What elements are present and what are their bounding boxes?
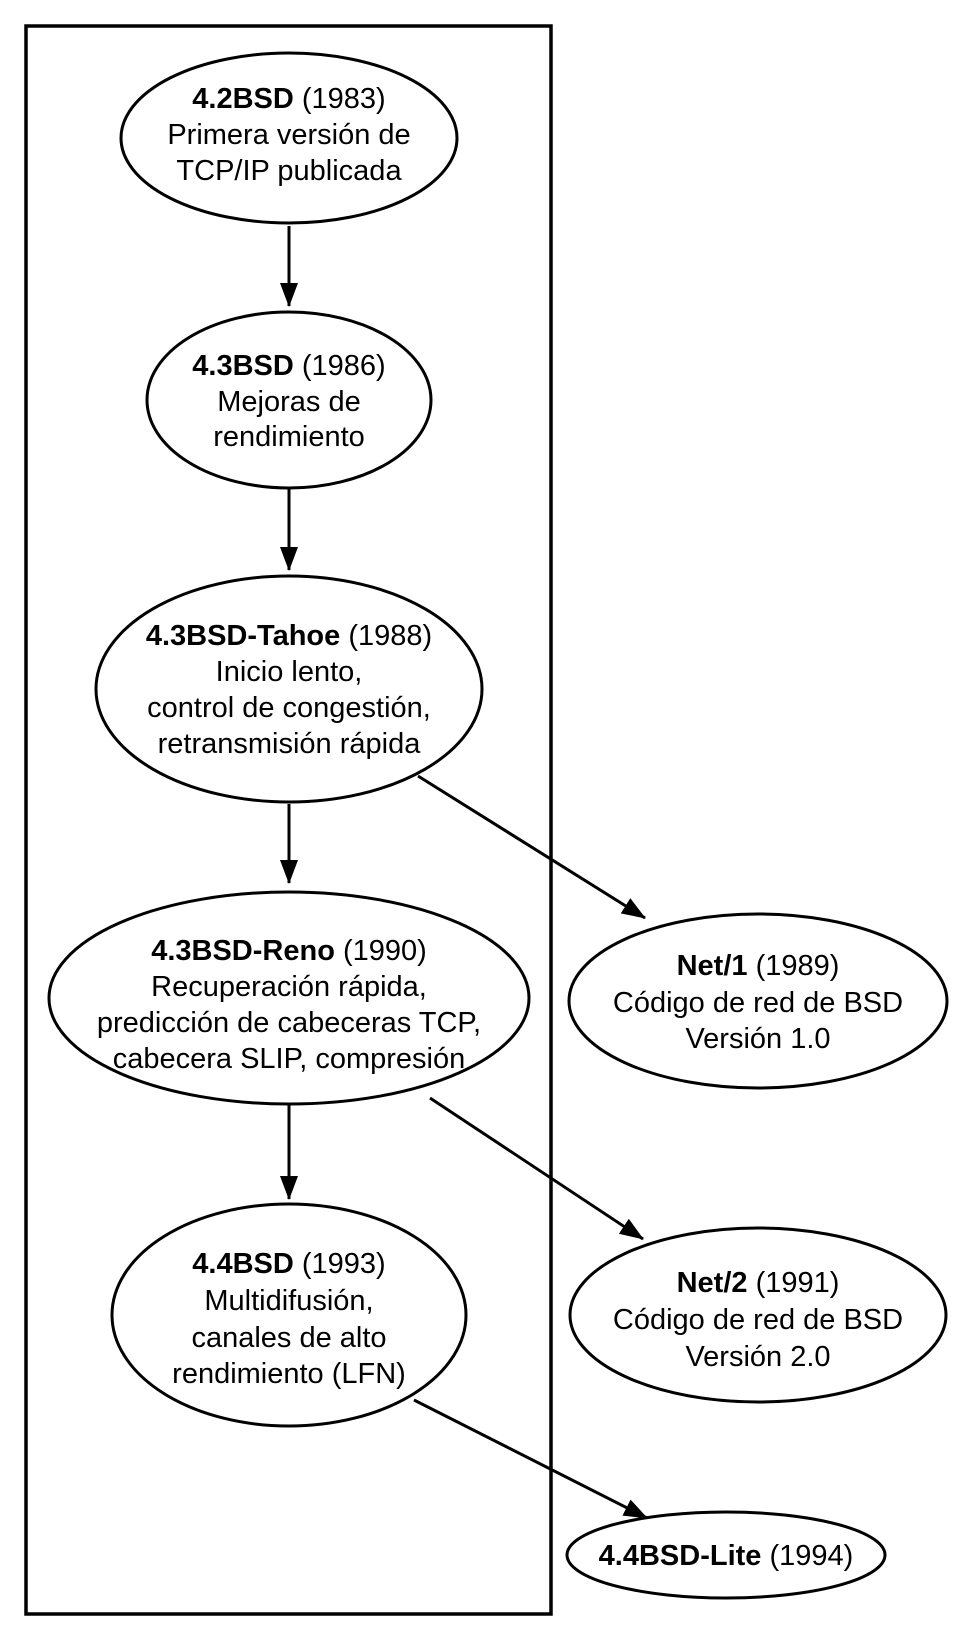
node-net2-ellipse — [568, 1226, 948, 1404]
node-tahoe-desc-line: retransmisión rápida — [158, 728, 422, 760]
node-net1-desc-line: Versión 1.0 — [685, 1023, 830, 1055]
node-net1-ellipse — [567, 912, 949, 1090]
node-tahoe-desc-line: control de congestión, — [147, 692, 431, 724]
node-net2-title: Net/2 (1991) — [677, 1267, 840, 1299]
node-net2-desc-line: Código de red de BSD — [613, 1304, 903, 1336]
node-net1-title: Net/1 (1989) — [677, 950, 840, 982]
node-net2-desc-line: Versión 2.0 — [685, 1341, 830, 1373]
node-43bsd-desc-line: Mejoras de — [217, 386, 360, 418]
node-tahoe-desc-line: Inicio lento, — [216, 656, 363, 688]
node-44bsd-desc-line: rendimiento (LFN) — [172, 1358, 406, 1390]
node-42bsd-desc-line: TCP/IP publicada — [176, 155, 402, 187]
node-43bsd-title: 4.3BSD (1986) — [192, 350, 385, 382]
node-net1: Net/1 (1989) Código de red de BSD Versió… — [567, 912, 949, 1090]
node-42bsd-title: 4.2BSD (1983) — [192, 83, 385, 115]
node-44bsd: 4.4BSD (1993) Multidifusión, canales de … — [110, 1202, 468, 1428]
node-44bsd-title: 4.4BSD (1993) — [192, 1248, 385, 1280]
node-42bsd: 4.2BSD (1983) Primera versión de TCP/IP … — [119, 51, 459, 225]
node-tahoe-ellipse — [94, 574, 484, 804]
node-reno-desc-line: Recuperación rápida, — [151, 971, 427, 1003]
node-43bsd: 4.3BSD (1986) Mejoras de rendimiento — [145, 310, 433, 490]
node-reno: 4.3BSD-Reno (1990) Recuperación rápida, … — [47, 890, 531, 1106]
edge-tahoe-to-net1 — [417, 774, 646, 920]
node-44bsd-lite-ellipse — [565, 1510, 887, 1600]
node-reno-desc-line: cabecera SLIP, compresión — [113, 1043, 466, 1075]
node-42bsd-desc-line: Primera versión de — [167, 119, 410, 151]
node-43bsd-desc-line: rendimiento — [213, 421, 365, 453]
edge-44bsd-to-lite — [413, 1398, 648, 1520]
main-lineage-box — [24, 24, 553, 1616]
node-tahoe: 4.3BSD-Tahoe (1988) Inicio lento, contro… — [94, 574, 484, 804]
edge-reno-to-net2 — [429, 1096, 644, 1241]
node-44bsd-ellipse — [110, 1202, 468, 1428]
node-44bsd-lite-title: 4.4BSD-Lite (1994) — [599, 1540, 854, 1572]
node-reno-title: 4.3BSD-Reno (1990) — [151, 935, 427, 967]
node-reno-desc-line: predicción de cabeceras TCP, — [97, 1007, 481, 1039]
node-43bsd-ellipse — [145, 310, 433, 490]
node-42bsd-ellipse — [119, 51, 459, 225]
node-reno-ellipse — [47, 890, 531, 1106]
node-net1-desc-line: Código de red de BSD — [613, 987, 903, 1019]
node-44bsd-lite: 4.4BSD-Lite (1994) — [565, 1510, 887, 1600]
node-tahoe-title: 4.3BSD-Tahoe (1988) — [146, 620, 432, 652]
node-net2: Net/2 (1991) Código de red de BSD Versió… — [568, 1226, 948, 1404]
node-44bsd-desc-line: canales de alto — [191, 1322, 386, 1354]
node-44bsd-desc-line: Multidifusión, — [204, 1285, 373, 1317]
